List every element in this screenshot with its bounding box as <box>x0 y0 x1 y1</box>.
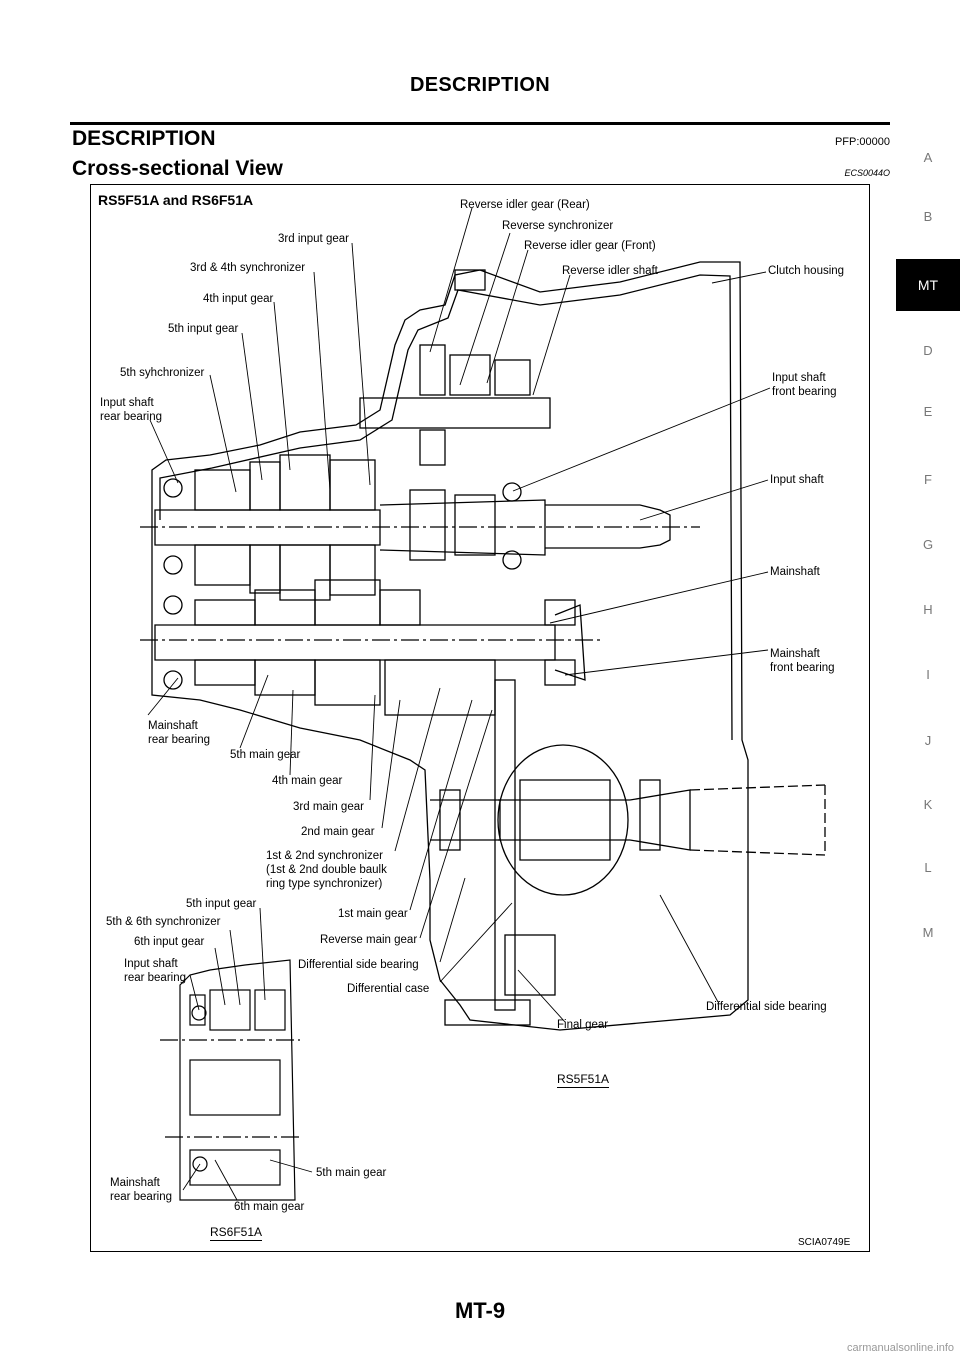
label-5th-input-gear: 5th input gear <box>168 323 239 335</box>
label-5th-synchronizer: 5th syhchronizer <box>120 367 205 379</box>
chapter-tab-j[interactable]: J <box>924 733 932 748</box>
label-input-shaft-front-bearing: Input shaft front bearing <box>772 372 837 398</box>
variant-label-rs5f51a: RS5F51A <box>557 1072 610 1088</box>
header-rule <box>70 122 890 125</box>
variant-label-rs6f51a: RS6F51A <box>210 1225 263 1241</box>
chapter-tab-b[interactable]: B <box>923 209 933 224</box>
chapter-tab-d[interactable]: D <box>923 343 933 358</box>
chapter-tab-k[interactable]: K <box>923 797 933 812</box>
label-1st-2nd-synchronizer: 1st & 2nd synchronizer (1st & 2nd double… <box>266 850 387 890</box>
label-reverse-idler-shaft: Reverse idler shaft <box>562 265 658 277</box>
label-input-shaft: Input shaft <box>770 474 824 486</box>
inset-label-6th-main-gear: 6th main gear <box>234 1201 305 1213</box>
inset-label-mainshaft-rear-bearing: Mainshaft rear bearing <box>110 1177 173 1203</box>
figure-code: SCIA0749E <box>798 1237 851 1248</box>
label-mainshaft-front-bearing: Mainshaft front bearing <box>770 648 835 674</box>
chapter-tab-a[interactable]: A <box>923 150 933 165</box>
label-clutch-housing: Clutch housing <box>768 265 845 277</box>
watermark: carmanualsonline.info <box>846 1342 954 1354</box>
chapter-tab-f[interactable]: F <box>924 472 932 487</box>
label-differential-case: Differential case <box>347 983 430 995</box>
label-reverse-main-gear: Reverse main gear <box>320 934 418 946</box>
label-reverse-idler-gear-front: Reverse idler gear (Front) <box>524 240 656 252</box>
label-differential-side-bearing-left: Differential side bearing <box>298 959 419 971</box>
subsection-code: ECS0044O <box>844 168 890 178</box>
chapter-tab-e[interactable]: E <box>923 404 933 419</box>
chapter-tab-g[interactable]: G <box>922 537 934 552</box>
label-5th-main-gear: 5th main gear <box>230 749 301 761</box>
label-reverse-synchronizer: Reverse synchronizer <box>502 220 614 232</box>
label-input-shaft-rear-bearing: Input shaft rear bearing <box>100 397 163 423</box>
chapter-tab-h[interactable]: H <box>923 602 933 617</box>
label-3rd-4th-synchronizer: 3rd & 4th synchronizer <box>190 262 306 274</box>
section-title: DESCRIPTION <box>72 127 216 150</box>
label-mainshaft: Mainshaft <box>770 566 820 578</box>
label-4th-input-gear: 4th input gear <box>203 293 274 305</box>
page-header: DESCRIPTION <box>410 74 550 96</box>
section-code: PFP:00000 <box>834 136 890 148</box>
label-4th-main-gear: 4th main gear <box>272 775 343 787</box>
figure-title: RS5F51A and RS6F51A <box>98 192 254 208</box>
label-2nd-main-gear: 2nd main gear <box>301 826 375 838</box>
chapter-tab-i[interactable]: I <box>926 667 930 682</box>
inset-label-input-shaft-rear-bearing: Input shaft rear bearing <box>124 958 187 984</box>
inset-label-5th-main-gear: 5th main gear <box>316 1167 387 1179</box>
label-differential-side-bearing-right: Differential side bearing <box>706 1001 827 1013</box>
inset-label-5th-6th-synchronizer: 5th & 6th synchronizer <box>106 916 221 928</box>
label-reverse-idler-gear-rear: Reverse idler gear (Rear) <box>460 199 590 211</box>
label-mainshaft-rear-bearing: Mainshaft rear bearing <box>148 720 211 746</box>
chapter-tab-m[interactable]: M <box>922 925 934 940</box>
subsection-title: Cross-sectional View <box>72 157 283 180</box>
chapter-tab-mt-active[interactable]: MT <box>896 259 960 311</box>
label-3rd-input-gear: 3rd input gear <box>278 233 349 245</box>
label-3rd-main-gear: 3rd main gear <box>293 801 364 813</box>
label-final-gear: Final gear <box>557 1019 609 1031</box>
inset-label-6th-input-gear: 6th input gear <box>134 936 205 948</box>
page-number: MT-9 <box>454 1298 506 1323</box>
label-1st-main-gear: 1st main gear <box>338 908 408 920</box>
chapter-tab-l[interactable]: L <box>924 860 932 875</box>
inset-label-5th-input-gear: 5th input gear <box>186 898 257 910</box>
chapter-index: A B MT D E F G H I J K L M <box>896 0 960 1358</box>
figure-frame <box>90 184 870 1252</box>
